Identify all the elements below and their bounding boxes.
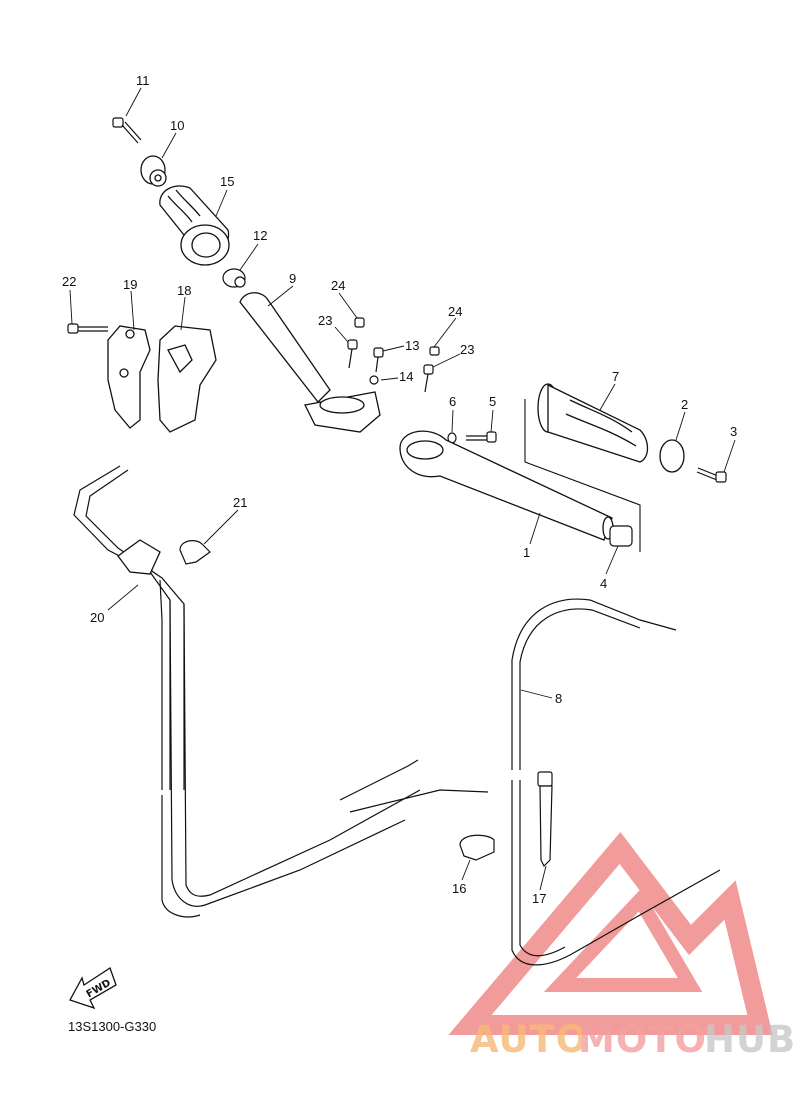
callout-20: 20 (90, 610, 104, 625)
screws-23-24-left (347, 317, 384, 385)
clip-21 (179, 540, 211, 565)
callout-15: 15 (220, 174, 234, 189)
washer-6-bolt-5 (447, 431, 497, 444)
callout-14: 14 (399, 369, 413, 384)
switch-half-18 (157, 325, 217, 433)
screw-11 (112, 117, 142, 144)
callout-8: 8 (555, 691, 562, 706)
screw-3 (696, 467, 727, 483)
watermark-moto: MOTO (578, 1018, 707, 1061)
clutch-cable-8 (511, 598, 721, 966)
callout-17: 17 (532, 891, 546, 906)
grip-15 (159, 185, 230, 266)
handlebar-9 (239, 292, 381, 433)
callout-5: 5 (489, 394, 496, 409)
watermark-hub: HUB (704, 1018, 796, 1061)
callout-7: 7 (612, 369, 619, 384)
watermark-logo (448, 832, 773, 1035)
fwd-arrow-icon: FWD (69, 967, 117, 1010)
diagram-code: 13S1300-G330 (68, 1019, 156, 1034)
collar-12 (222, 268, 246, 288)
callout-24a: 24 (331, 278, 345, 293)
callout-19: 19 (123, 277, 137, 292)
switch-half-19 (107, 325, 151, 429)
part-callouts: 11 10 15 12 9 24 23 13 14 24 23 6 5 7 2 … (62, 73, 737, 906)
bracket-outline (524, 399, 641, 552)
callout-3: 3 (730, 424, 737, 439)
weight-10 (140, 155, 167, 187)
watermark-text: AUTO MOTO HUB (470, 1018, 796, 1061)
callout-6: 6 (449, 394, 456, 409)
bolt-22 (67, 323, 108, 334)
cable-junction-20 (117, 539, 161, 575)
handlebar-1 (399, 430, 614, 541)
callout-21: 21 (233, 495, 247, 510)
callout-13: 13 (405, 338, 419, 353)
callout-2: 2 (681, 397, 688, 412)
callout-23b: 23 (460, 342, 474, 357)
callout-10: 10 (170, 118, 184, 133)
screws-23-24-right (423, 346, 440, 393)
callout-9: 9 (289, 271, 296, 286)
leader-lines (69, 87, 736, 891)
callout-23a: 23 (318, 313, 332, 328)
clamp-16 (459, 834, 495, 861)
callout-4: 4 (600, 576, 607, 591)
end-plug-4 (609, 525, 633, 547)
weight-2 (659, 439, 685, 473)
callout-18: 18 (177, 283, 191, 298)
grip-7 (537, 383, 649, 463)
callout-24b: 24 (448, 304, 462, 319)
callout-1: 1 (523, 545, 530, 560)
watermark-auto: AUTO (470, 1018, 588, 1061)
throttle-cables (73, 465, 489, 918)
callout-11: 11 (136, 73, 150, 88)
cable-tie-17 (537, 771, 553, 868)
callout-12: 12 (253, 228, 267, 243)
callout-22: 22 (62, 274, 76, 289)
callout-16: 16 (452, 881, 466, 896)
